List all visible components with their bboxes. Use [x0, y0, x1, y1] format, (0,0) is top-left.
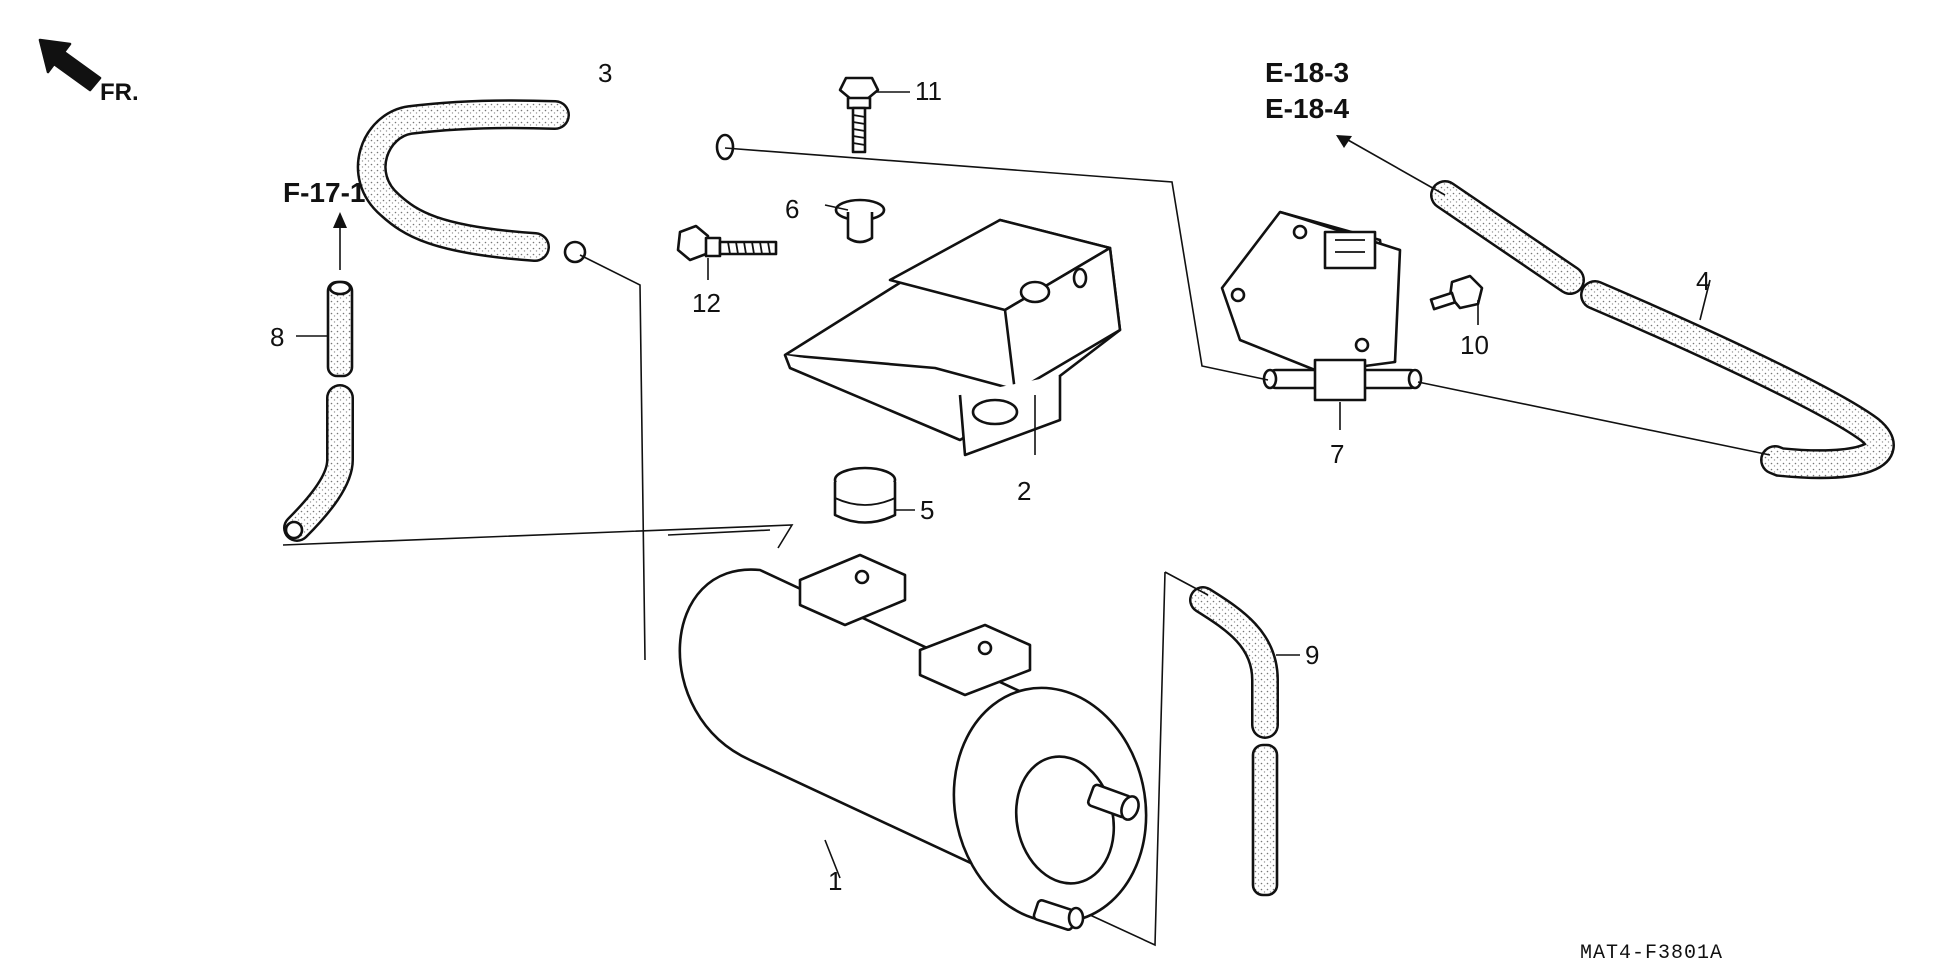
arrowheads	[333, 135, 1352, 228]
callout-11: 11	[915, 76, 942, 106]
leader-lines	[282, 91, 1771, 947]
grommet-5	[833, 466, 897, 524]
callout-8: 8	[270, 322, 284, 352]
callout-6: 6	[785, 194, 799, 224]
callout-7: 7	[1330, 439, 1344, 469]
ref-e-18-3: E-18-3	[1265, 57, 1349, 88]
bolt-11	[838, 76, 880, 154]
solenoid-valve-7	[1220, 210, 1423, 402]
hose-4	[1430, 180, 1895, 480]
ref-e-18-4: E-18-4	[1265, 93, 1349, 124]
diagram-code: MAT4-F3801A	[1580, 942, 1723, 965]
callout-9: 9	[1305, 640, 1319, 670]
bolt-10	[1429, 274, 1484, 311]
hose-9	[1189, 586, 1279, 897]
ref-f-17-1: F-17-1	[283, 177, 365, 208]
callout-12: 12	[692, 288, 721, 318]
callout-1: 1	[828, 866, 842, 896]
arrow-up-left-icon	[1336, 135, 1352, 148]
callout-2: 2	[1017, 476, 1031, 506]
fr-label: FR.	[100, 79, 139, 106]
canister-1	[678, 553, 1148, 931]
collar-6	[834, 198, 886, 244]
callout-3: 3	[598, 58, 612, 88]
callout-5: 5	[920, 495, 934, 525]
arrow-up-icon	[333, 212, 347, 228]
callout-4: 4	[1696, 266, 1710, 296]
callout-10: 10	[1460, 330, 1489, 360]
bracket-2	[783, 218, 1122, 457]
hose-8	[283, 280, 354, 542]
hose-3	[356, 99, 735, 264]
front-direction-arrow-icon: FR.	[38, 38, 139, 106]
bolt-12	[676, 224, 778, 262]
